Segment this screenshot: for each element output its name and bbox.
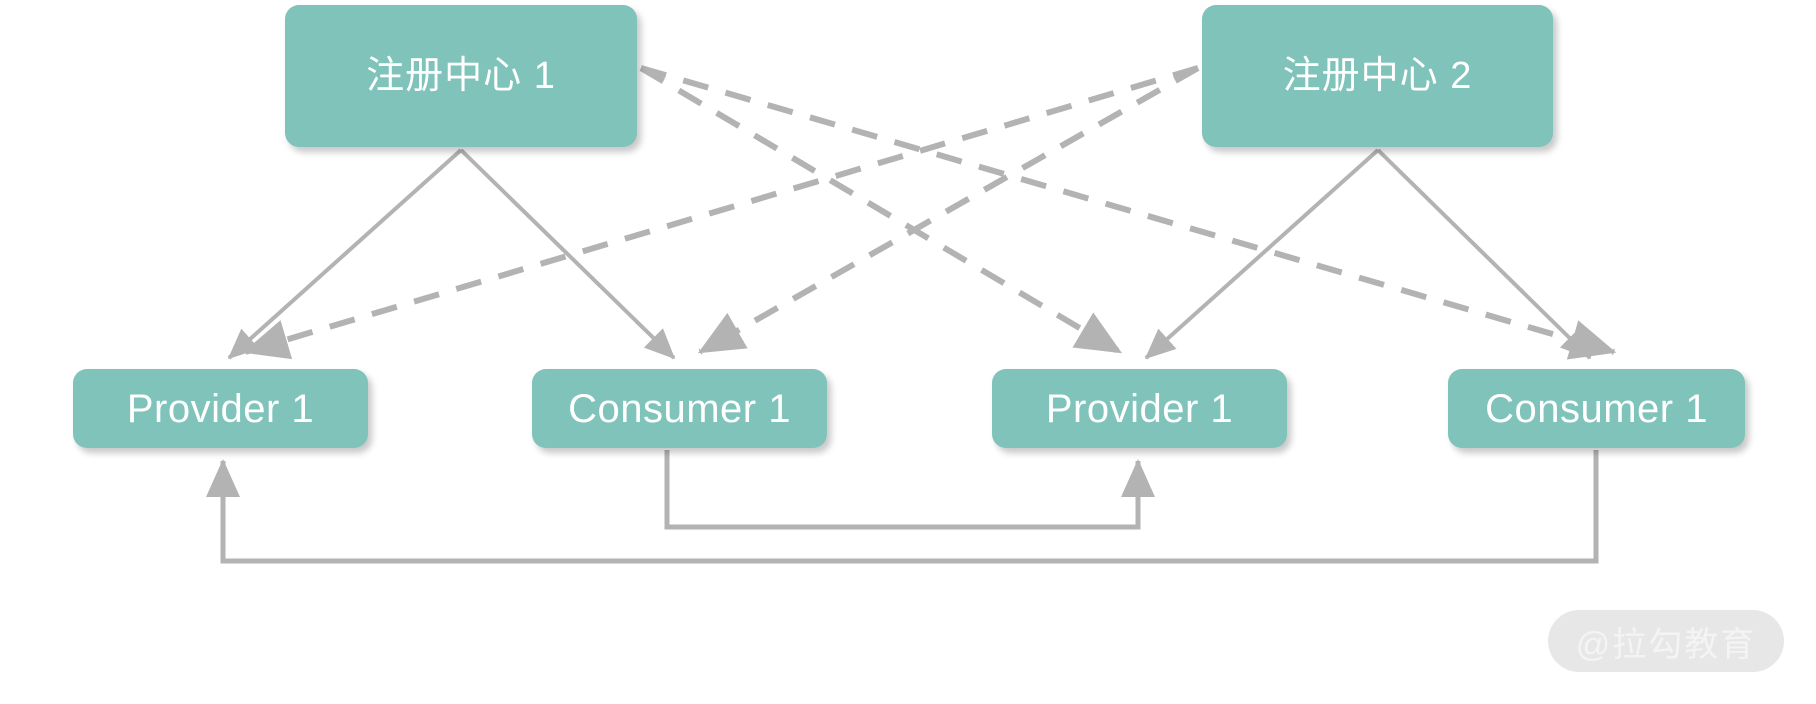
watermark-text: @拉勾教育 <box>1575 625 1757 664</box>
node-registry-2[interactable]: 注册中心 2 <box>1202 5 1553 147</box>
node-consumer-right[interactable]: Consumer 1 <box>1448 369 1745 448</box>
node-registry-2-label: 注册中心 2 <box>1282 55 1473 97</box>
edge-consumer-left-provider-right <box>664 450 1155 530</box>
node-registry-1-label: 注册中心 1 <box>366 55 556 97</box>
edge-registry2-provider-left <box>242 65 1199 360</box>
edge-consumer-right-provider-left <box>205 450 1599 564</box>
node-registry-1[interactable]: 注册中心 1 <box>285 5 637 147</box>
edge-registry2-consumer-right <box>1376 148 1592 360</box>
edge-registry1-consumer-right <box>640 65 1617 360</box>
node-consumer-left[interactable]: Consumer 1 <box>532 369 827 448</box>
edge-registry1-provider-right <box>639 65 1123 355</box>
edge-registry2-provider-right <box>1144 148 1380 360</box>
edge-registry1-consumer-left <box>459 148 676 360</box>
edge-registry1-provider-left <box>227 148 463 360</box>
node-provider-left-label: Provider 1 <box>126 386 315 431</box>
node-provider-right[interactable]: Provider 1 <box>992 369 1287 448</box>
node-consumer-right-label: Consumer 1 <box>1485 386 1708 431</box>
edge-registry2-consumer-left <box>697 65 1200 355</box>
node-provider-right-label: Provider 1 <box>1045 386 1234 431</box>
watermark-badge: @拉勾教育 <box>1548 610 1784 672</box>
node-provider-left[interactable]: Provider 1 <box>73 369 368 448</box>
node-consumer-left-label: Consumer 1 <box>568 386 791 431</box>
